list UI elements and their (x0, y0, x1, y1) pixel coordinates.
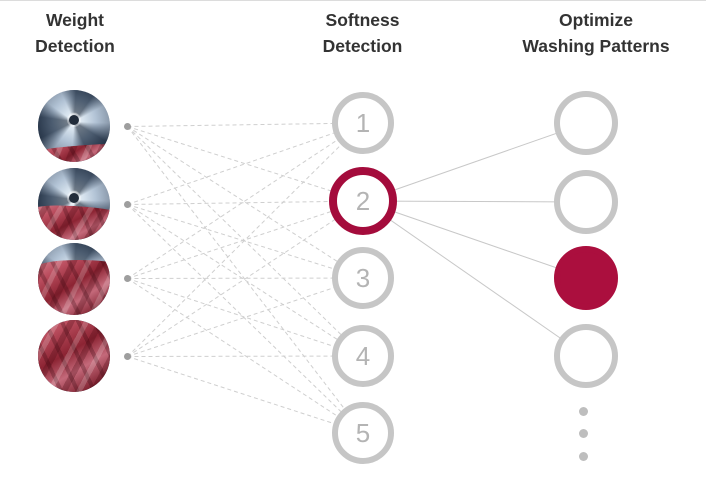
weight-detection-title: Weight Detection (0, 7, 150, 59)
weight-dot (124, 123, 131, 130)
softness-node-label: 2 (355, 185, 371, 216)
optimize-washing-patterns-title: Optimize Washing Patterns (490, 7, 702, 59)
title-line: Detection (35, 36, 115, 56)
drum-photo-load-1 (38, 90, 110, 162)
ellipsis-dot (579, 452, 588, 461)
title-line: Weight (45, 10, 104, 30)
title-line: Softness (325, 10, 400, 30)
optimize-node (554, 246, 618, 310)
softness-node-label: 1 (355, 107, 371, 138)
softness-node-label: 4 (355, 340, 371, 371)
softness-node: 2 (329, 167, 397, 235)
red-cloth-overlay (38, 258, 110, 315)
softness-node: 5 (332, 402, 394, 464)
title-line: Optimize (559, 10, 633, 30)
title-line: Detection (322, 36, 403, 56)
softness-node: 1 (332, 92, 394, 154)
weight-dot (124, 353, 131, 360)
ellipsis-dot (579, 429, 588, 438)
red-cloth-overlay (38, 203, 110, 240)
title-line: Washing Patterns (522, 36, 670, 56)
weight-dot (124, 275, 131, 282)
drum-photo-load-4 (38, 320, 110, 392)
softness-node-label: 3 (355, 262, 371, 293)
drum-photo-load-3 (38, 243, 110, 315)
softness-node: 3 (332, 247, 394, 309)
optimize-node (554, 91, 618, 155)
optimize-node (554, 324, 618, 388)
softness-detection-title: Softness Detection (280, 7, 445, 59)
optimize-node (554, 170, 618, 234)
drum-photo-load-2 (38, 168, 110, 240)
softness-node: 4 (332, 325, 394, 387)
weight-dot (124, 201, 131, 208)
softness-node-label: 5 (355, 417, 371, 448)
red-cloth-overlay (38, 320, 110, 392)
ellipsis-dot (579, 407, 588, 416)
